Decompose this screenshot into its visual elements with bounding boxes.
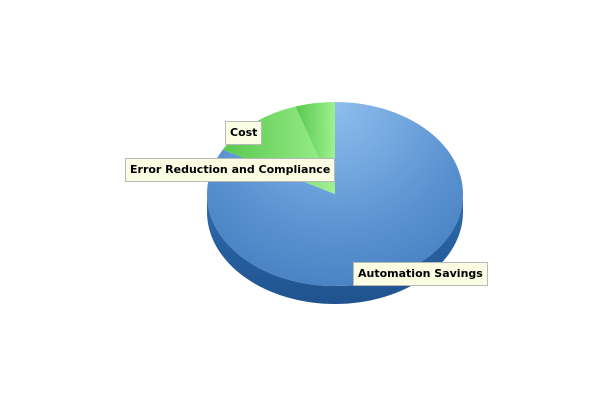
slice-label: Cost	[225, 121, 263, 145]
slice-label: Error Reduction and Compliance	[125, 158, 336, 182]
slice-label: Automation Savings	[353, 262, 488, 286]
